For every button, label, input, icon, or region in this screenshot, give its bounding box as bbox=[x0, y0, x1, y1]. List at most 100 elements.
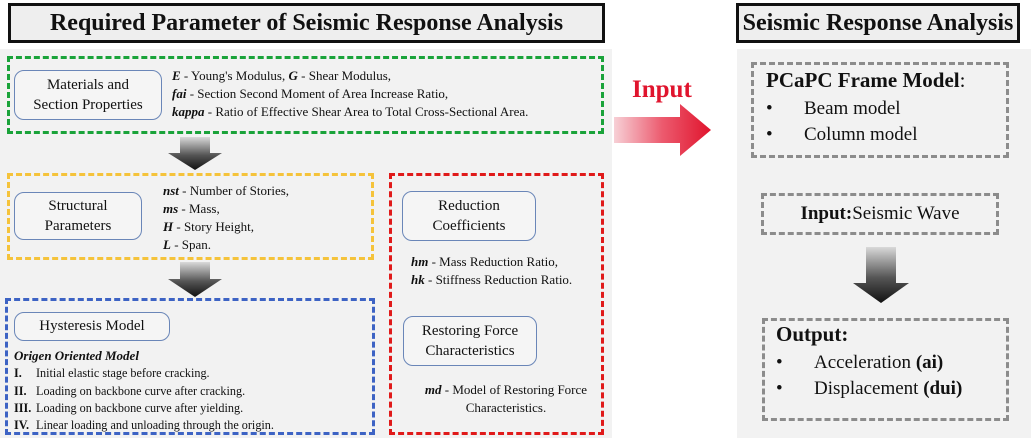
bullet-icon: • bbox=[776, 377, 783, 399]
hysteresis-model-name: Origen Oriented Model bbox=[14, 348, 139, 363]
stage-line: II. Loading on backbone curve after crack… bbox=[14, 383, 274, 400]
hysteresis-stages: Origen Oriented Model I. Initial elastic … bbox=[14, 347, 274, 435]
param-symbol: G bbox=[288, 68, 298, 83]
param-symbol: md bbox=[424, 382, 442, 397]
param-desc: - Young's Modulus, bbox=[180, 68, 289, 83]
param-desc: - Model of Restoring Force Characteristi… bbox=[441, 382, 588, 415]
list-item: • Beam model bbox=[766, 96, 917, 122]
frame-model-box bbox=[751, 62, 1009, 158]
list-item-symbol: (ai) bbox=[915, 352, 944, 373]
stage-number: II. bbox=[14, 383, 27, 398]
reduction-label-line2: Coefficients bbox=[432, 218, 506, 234]
frame-model-items: • Beam model • Column model bbox=[766, 96, 917, 147]
stage-text: Loading on backbone curve after yielding… bbox=[36, 401, 244, 416]
param-desc: - Story Height, bbox=[173, 218, 255, 234]
stage-number: IV. bbox=[14, 418, 30, 433]
materials-label-line2: Section Properties bbox=[33, 97, 143, 113]
arrow-down-icon bbox=[168, 137, 222, 170]
input-wave-text: Input: Seismic Wave bbox=[761, 193, 999, 235]
arrow-down-icon bbox=[168, 262, 222, 297]
list-item-text: Column model bbox=[804, 123, 918, 145]
param-line: H - Story Height, bbox=[163, 218, 289, 236]
right-title: Seismic Response Analysis bbox=[736, 3, 1020, 43]
list-item-text: Beam model bbox=[804, 98, 901, 119]
stage-text: Loading on backbone curve after cracking… bbox=[36, 383, 246, 398]
bullet-icon: • bbox=[776, 352, 783, 373]
input-wave-label: Input: bbox=[800, 203, 853, 224]
input-wave-value: Seismic Wave bbox=[852, 203, 960, 224]
materials-params: E - Young's Modulus, G - Shear Modulus, … bbox=[172, 67, 528, 121]
param-symbol: hk bbox=[411, 271, 425, 287]
param-line: ms - Mass, bbox=[163, 200, 289, 218]
arrow-right-icon bbox=[614, 104, 711, 156]
reduction-params: hm - Mass Reduction Ratio, hk - Stiffnes… bbox=[411, 253, 572, 289]
reduction-label: Reduction Coefficients bbox=[402, 191, 536, 241]
output-title-text: Output: bbox=[776, 322, 849, 346]
hysteresis-box bbox=[5, 298, 375, 435]
param-line: hm - Mass Reduction Ratio, bbox=[411, 253, 572, 271]
left-title: Required Parameter of Seismic Response A… bbox=[8, 3, 605, 43]
param-line: hk - Stiffness Reduction Ratio. bbox=[411, 271, 572, 289]
stage-line: IV. Linear loading and unloading through … bbox=[14, 417, 274, 434]
output-box bbox=[762, 318, 1009, 421]
param-desc: - Shear Modulus, bbox=[297, 68, 392, 83]
param-desc: - Stiffness Reduction Ratio. bbox=[424, 271, 573, 287]
stage-line: I. Initial elastic stage before cracking. bbox=[14, 365, 274, 382]
param-symbol: fai bbox=[172, 85, 187, 101]
structural-label-line2: Parameters bbox=[44, 218, 112, 234]
input-label: Input bbox=[632, 76, 692, 103]
param-symbol: nst bbox=[163, 183, 179, 198]
hysteresis-label-text: Hysteresis Model bbox=[39, 318, 145, 335]
output-items: • Acceleration (ai) • Displacement (dui) bbox=[776, 350, 962, 401]
param-symbol: ms bbox=[163, 200, 179, 216]
reduction-box bbox=[389, 173, 604, 435]
stage-line: III. Loading on backbone curve after yiel… bbox=[14, 400, 274, 417]
restoring-label-line2: Characteristics bbox=[425, 343, 515, 359]
param-desc: - Number of Stories, bbox=[178, 183, 290, 198]
structural-params: nst - Number of Stories, ms - Mass, H - … bbox=[163, 182, 289, 254]
param-symbol: E bbox=[172, 68, 181, 83]
bullet-icon: • bbox=[766, 98, 773, 119]
structural-label: Structural Parameters bbox=[14, 192, 142, 240]
param-desc: - Ratio of Effective Shear Area to Total… bbox=[204, 103, 529, 119]
param-symbol: kappa bbox=[172, 103, 205, 119]
bullet-icon: • bbox=[766, 123, 773, 145]
list-item: • Displacement (dui) bbox=[776, 376, 962, 402]
stage-number: III. bbox=[14, 401, 32, 416]
list-item-text: Acceleration bbox=[814, 352, 916, 373]
hysteresis-label: Hysteresis Model bbox=[14, 312, 170, 341]
restoring-params: md - Model of Restoring Force Characteri… bbox=[411, 381, 601, 417]
param-desc: - Span. bbox=[170, 236, 212, 252]
param-line: kappa - Ratio of Effective Shear Area to… bbox=[172, 103, 528, 121]
restoring-label: Restoring Force Characteristics bbox=[403, 316, 537, 366]
param-desc: - Mass, bbox=[178, 200, 220, 216]
param-symbol: L bbox=[163, 236, 171, 252]
list-item-symbol: (dui) bbox=[923, 377, 963, 399]
frame-model-title: PCaPC Frame Model: bbox=[766, 68, 965, 93]
output-title: Output: bbox=[776, 322, 848, 347]
frame-model-colon: : bbox=[959, 68, 966, 92]
materials-box bbox=[7, 56, 604, 134]
materials-label: Materials and Section Properties bbox=[14, 70, 162, 120]
structural-box bbox=[7, 173, 374, 260]
restoring-label-line1: Restoring Force bbox=[421, 322, 519, 339]
param-line: nst - Number of Stories, bbox=[163, 182, 289, 200]
materials-label-line1: Materials and bbox=[46, 76, 130, 93]
stage-text: Linear loading and unloading through the… bbox=[36, 418, 274, 433]
list-item: • Column model bbox=[766, 122, 917, 148]
structural-label-line1: Structural bbox=[48, 197, 108, 214]
list-item-text: Displacement bbox=[814, 377, 924, 399]
param-line: L - Span. bbox=[163, 236, 289, 254]
list-item: • Acceleration (ai) bbox=[776, 350, 962, 376]
param-line: fai - Section Second Moment of Area Incr… bbox=[172, 85, 528, 103]
param-desc: - Section Second Moment of Area Increase… bbox=[186, 85, 449, 101]
param-desc: - Mass Reduction Ratio, bbox=[428, 254, 558, 269]
reduction-label-line1: Reduction bbox=[438, 197, 500, 214]
stage-text: Initial elastic stage before cracking. bbox=[36, 366, 210, 381]
param-symbol: H bbox=[163, 218, 174, 234]
stage-number: I. bbox=[14, 366, 22, 381]
arrow-down-icon bbox=[853, 247, 909, 303]
param-line: E - Young's Modulus, G - Shear Modulus, bbox=[172, 67, 528, 85]
param-symbol: hm bbox=[411, 254, 429, 269]
